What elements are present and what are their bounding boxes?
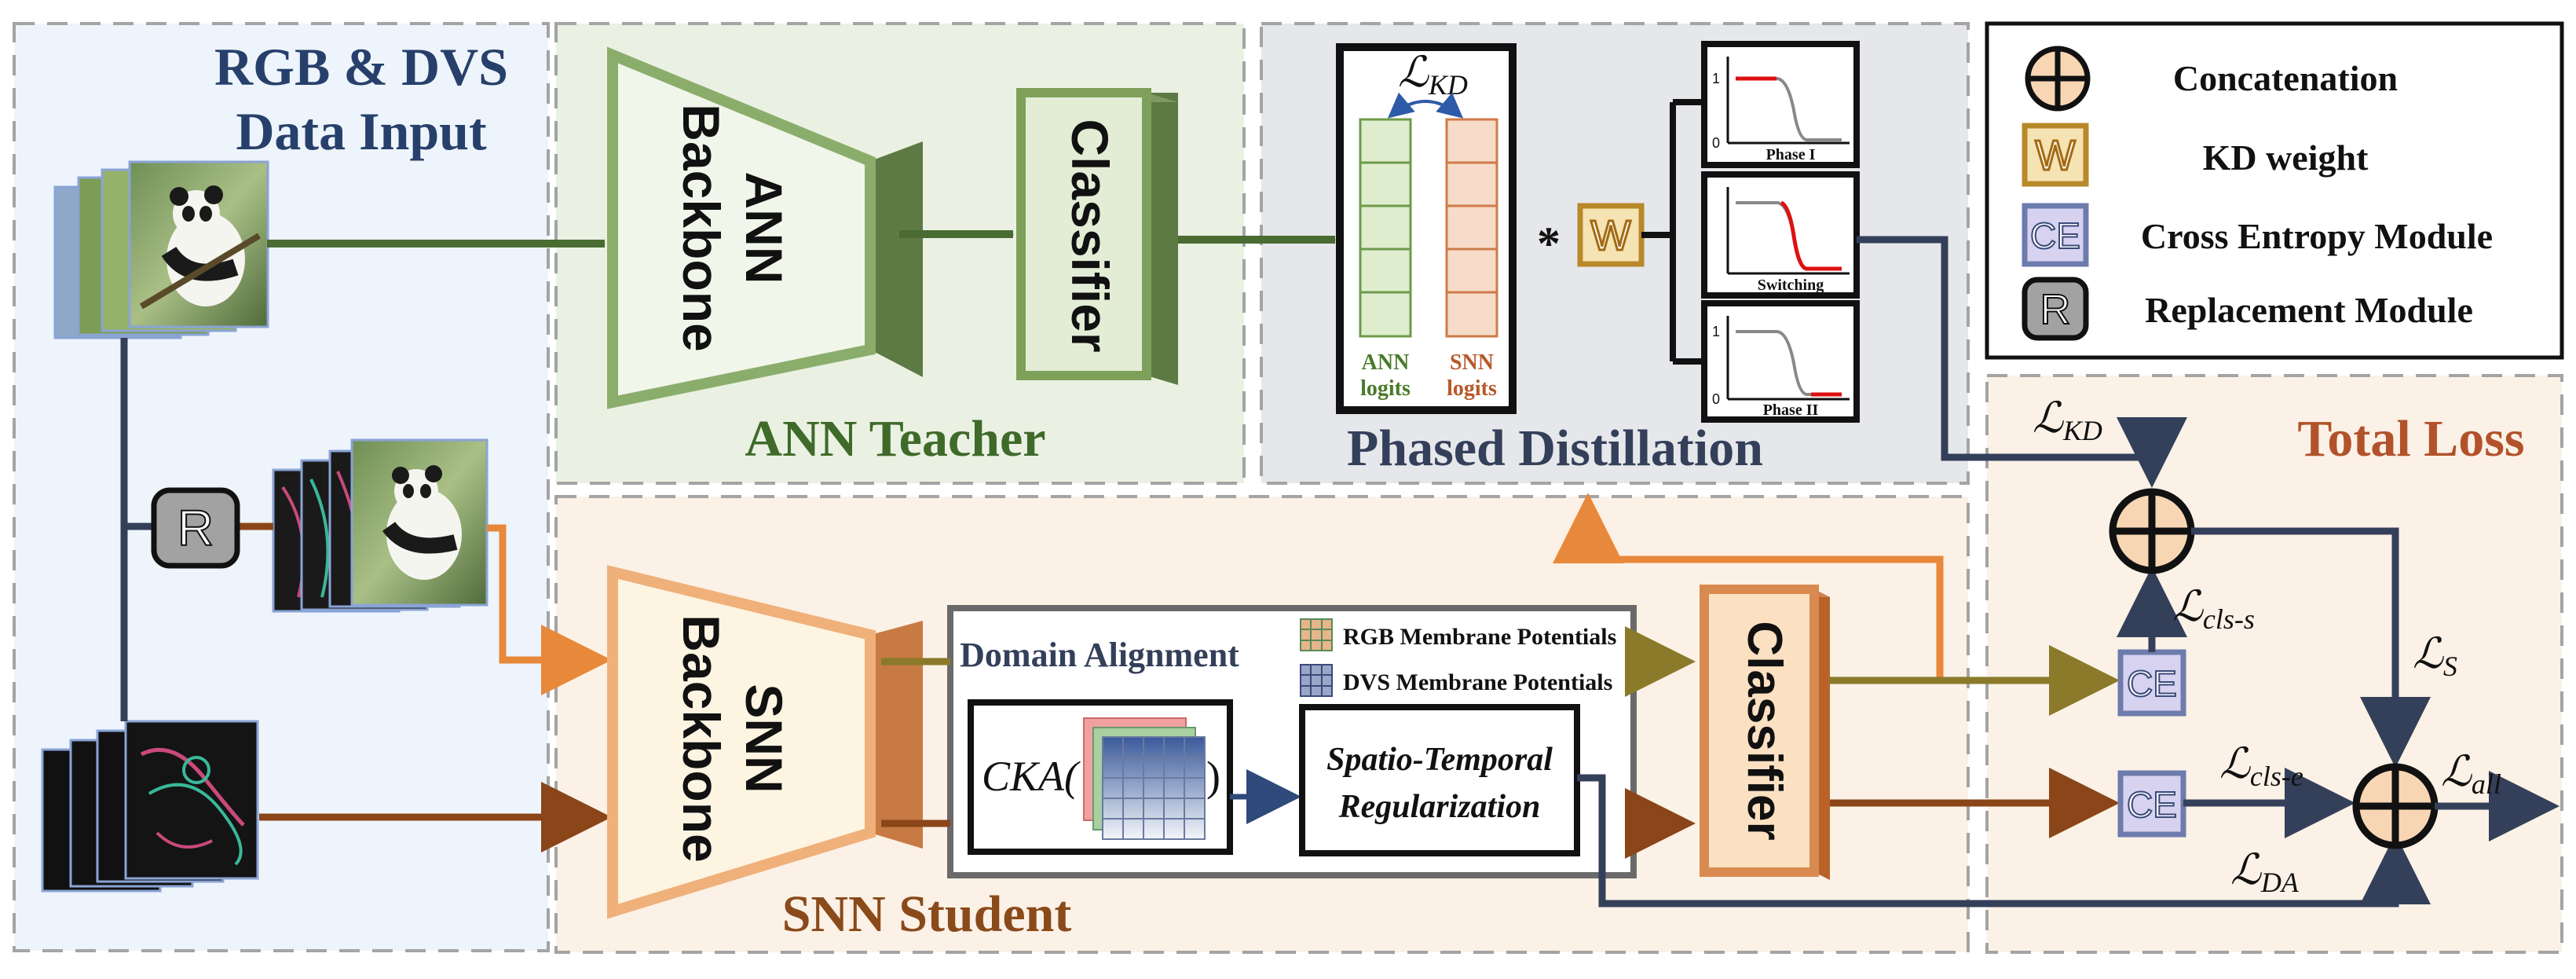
- concat-top: [2109, 488, 2195, 574]
- kd-weight-symbol: W: [1591, 212, 1631, 259]
- legend-concatenation: Concatenation: [2173, 58, 2398, 98]
- str-line1: Spatio-Temporal: [1326, 742, 1553, 778]
- ann-logits-label-line1: ANN: [1362, 350, 1410, 375]
- input-title-line2: Data Input: [236, 101, 487, 161]
- legend-ce-symbol: CE: [2030, 215, 2080, 256]
- snn-backbone: SNN Backbone: [607, 565, 923, 919]
- phase1-axis-one: 1: [1712, 71, 1720, 86]
- legend-box: Concatenation W KD weight CE Cross Entro…: [1985, 21, 2564, 360]
- ann-backbone: ANN Backbone: [607, 46, 923, 409]
- snn-backbone-label-line2: Backbone: [672, 614, 730, 862]
- input-title-line1: RGB & DVS: [214, 37, 508, 97]
- switching-plot: Switching: [1701, 171, 1860, 299]
- legend-kd-weight: KD weight: [2203, 138, 2369, 178]
- replacement-symbol: R: [177, 500, 214, 556]
- cka-close: ): [1206, 753, 1220, 800]
- ann-classifier-label: Classifier: [1061, 119, 1119, 352]
- multiply-symbol: *: [1537, 218, 1561, 270]
- snn-backbone-label-line1: SNN: [735, 684, 793, 793]
- legend-rgb-membrane: RGB Membrane Potentials: [1343, 624, 1616, 650]
- ann-backbone-label-line2: Backbone: [672, 104, 730, 351]
- ls-loss-arrow: [2191, 527, 2431, 768]
- loss-cls-s-label: ℒcls-s: [2172, 583, 2255, 635]
- switching-label: Switching: [1758, 277, 1824, 294]
- total-loss-title: Total Loss: [2297, 410, 2524, 468]
- ce-s-symbol: CE: [2127, 663, 2177, 704]
- logits-box: ℒKD ANN logits SNN logits: [1336, 43, 1517, 414]
- cka-block: CKA( ): [968, 699, 1233, 855]
- legend-dvs-membrane: DVS Membrane Potentials: [1343, 669, 1612, 695]
- concat-bottom: [2352, 763, 2439, 849]
- ann-backbone-label-line1: ANN: [735, 172, 793, 284]
- ann-teacher-title: ANN Teacher: [745, 410, 1045, 468]
- loss-s-label: ℒS: [2413, 630, 2457, 682]
- phase1-axis-zero: 0: [1712, 135, 1720, 151]
- snn-logits-label-line1: SNN: [1450, 350, 1494, 375]
- str-line2: Regularization: [1338, 789, 1541, 825]
- snn-classifier: Classifier: [1700, 585, 1830, 880]
- legend-w-symbol: W: [2036, 132, 2076, 179]
- legend-concat-icon: [2025, 46, 2091, 112]
- snn-logits-label-line2: logits: [1447, 376, 1497, 401]
- phase1-label: Phase I: [1766, 146, 1816, 163]
- mixed-image-stack: [272, 438, 488, 613]
- domain-alignment-title: Domain Alignment: [960, 636, 1239, 674]
- phase2-label: Phase II: [1763, 402, 1819, 419]
- phased-distillation-title: Phased Distillation: [1347, 420, 1763, 477]
- legend-ce-module: Cross Entropy Module: [2141, 216, 2493, 256]
- domain-alignment-box: Domain Alignment RGB Membrane Potentials…: [947, 605, 1637, 878]
- loss-kd-label: ℒKD: [2033, 394, 2102, 446]
- cka-label: CKA(: [982, 753, 1081, 800]
- ann-logits-label-line2: logits: [1360, 376, 1411, 401]
- ce-s-module: CE: [2117, 649, 2186, 717]
- dvs-image-stack: [41, 720, 259, 893]
- kd-loss-arrow: [1857, 236, 2187, 488]
- phase1-plot: 1 0 Phase I: [1701, 41, 1860, 168]
- snn-logits-feedback-arrow: [1553, 493, 1944, 680]
- ce-e-module: CE: [2117, 770, 2186, 838]
- panda-figure: [139, 185, 262, 310]
- replacement-module: R: [151, 487, 240, 569]
- mixed-to-snn-arrow: [487, 524, 612, 695]
- input-connectors: [120, 338, 273, 721]
- snn-student-title: SNN Student: [782, 886, 1072, 943]
- loss-da-label: ℒDA: [2230, 846, 2300, 898]
- phase-bracket: [1641, 99, 1704, 365]
- loss-all-label: ℒall: [2441, 748, 2501, 800]
- ce-e-symbol: CE: [2127, 784, 2177, 825]
- da-loss-arrow: [1577, 774, 2431, 908]
- phase2-axis-zero: 0: [1712, 391, 1720, 407]
- rgb-image-stack: [53, 160, 269, 339]
- phase2-axis-one: 1: [1712, 324, 1720, 339]
- kd-weight-box: W: [1577, 203, 1645, 267]
- loss-cls-e-label: ℒcls-e: [2219, 740, 2303, 792]
- loss-kd-top: ℒKD: [1398, 49, 1468, 101]
- phase2-plot: 1 0 Phase II: [1701, 300, 1860, 423]
- legend-r-symbol: R: [2040, 286, 2071, 333]
- ann-classifier: Classifier: [1016, 88, 1178, 385]
- snn-classifier-label: Classifier: [1737, 621, 1791, 840]
- legend-replacement-module: Replacement Module: [2145, 290, 2473, 330]
- str-block: Spatio-Temporal Regularization: [1299, 704, 1580, 856]
